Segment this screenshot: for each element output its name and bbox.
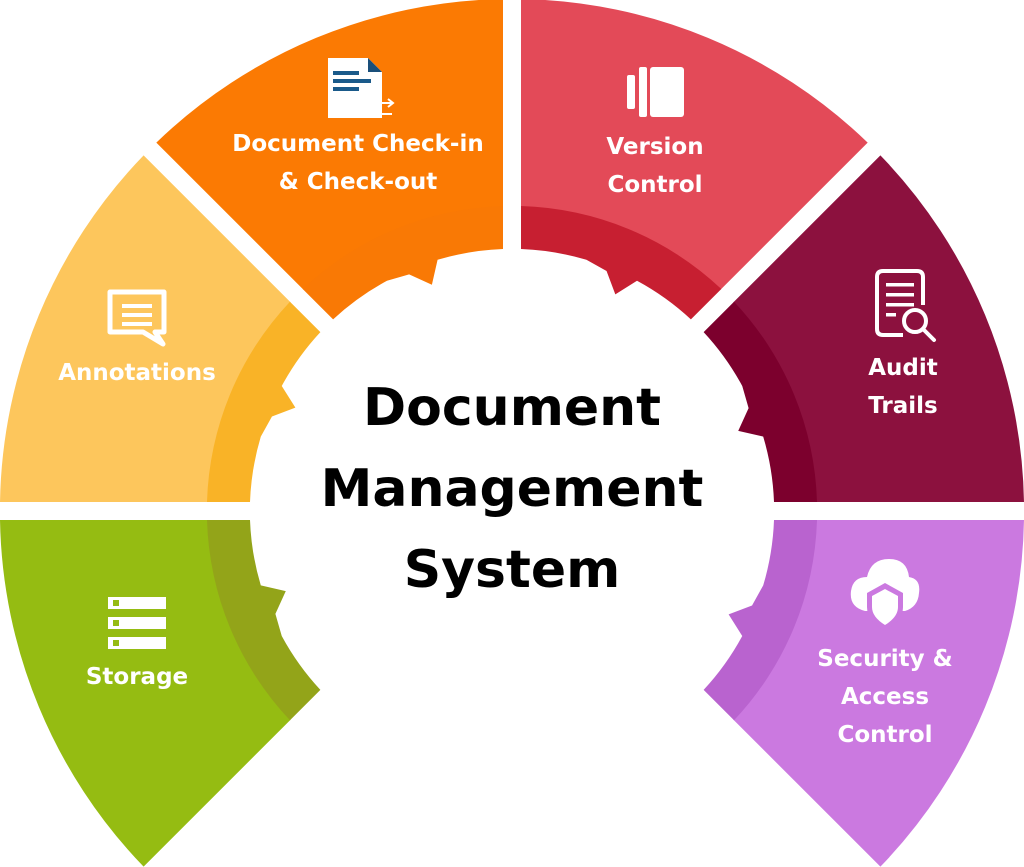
document-arrow-icon [328,58,395,118]
segment-outer-band [156,0,503,290]
center-title-line-2: Management [321,459,704,519]
segment-outer-band [0,155,291,502]
segment-annotations: Annotations [0,155,321,502]
segment-label: Control [607,172,702,198]
center-title-line-3: System [404,540,621,600]
cloud-shield-icon [850,559,920,631]
segment-inner-gear-band [703,301,817,502]
segment-outer-band [521,0,868,290]
center-title-line-1: Document [363,378,661,438]
speech-bubble-icon [107,289,167,347]
document-search-icon [875,269,936,342]
segment-outer-band [0,520,291,867]
segment-label: Annotations [58,360,216,386]
segment-label: Audit [868,355,938,381]
segment-label: Access [841,684,929,710]
segment-inner-gear-band [207,301,321,502]
segment-label: Document Check-in [232,131,483,157]
center-title: Document Management System [321,378,704,600]
segment-label: Trails [868,393,937,419]
segment-outer-band [733,520,1024,867]
segment-inner-gear-band [302,206,503,320]
segment-label: Storage [86,664,188,690]
segment-label: Version [606,134,703,160]
segment-label: Security & [817,646,952,672]
segment-inner-gear-band [521,206,722,320]
segment-label: & Check-out [279,169,438,195]
segment-inner-gear-band [207,520,321,721]
segment-check-in-out: Document Check-in & Check-out [156,0,503,320]
server-stack-icon [108,597,166,649]
segment-inner-gear-band [703,520,817,721]
version-stack-icon [627,67,684,117]
segment-label: Control [837,722,932,748]
segment-storage: Storage [0,520,321,867]
